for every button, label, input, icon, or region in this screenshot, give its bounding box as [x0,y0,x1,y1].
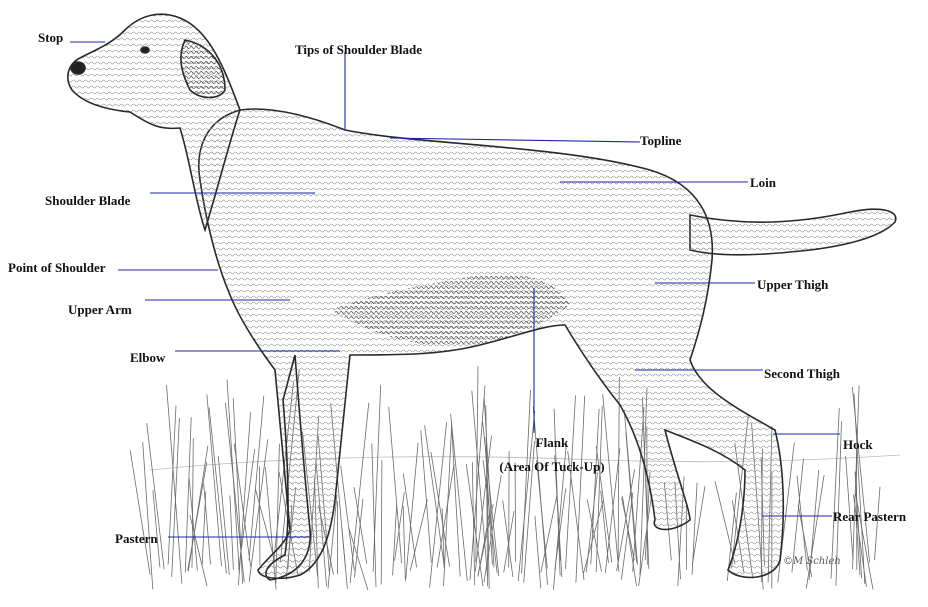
grass-blade [846,456,853,560]
grass-blade [355,499,363,578]
label-rear-pastern: Rear Pastern [833,509,906,524]
grass-blade [249,439,268,581]
grass-blade [806,475,824,589]
grass-blade [349,528,368,590]
label-loin: Loin [750,175,776,190]
label-elbow: Elbow [130,350,165,365]
grass-blade [256,490,275,562]
grass-blade [692,486,705,565]
grass-blade [576,396,585,583]
grass-blade [202,492,206,565]
grass-blade [596,406,602,572]
grass-blade [130,450,150,574]
grass-blade [639,494,652,586]
grass-blade [395,492,405,561]
label-flank-subtitle: (Area Of Tuck-Up) [478,459,626,474]
grass-blade [421,430,432,563]
grass-blade [393,504,397,575]
grass-blade [381,460,382,584]
grass-blade [209,408,226,574]
grass-blade [855,472,862,579]
grass-blade [259,466,260,565]
grass-blade [230,496,234,570]
grass-blade [192,438,193,568]
grass-blade [410,499,427,570]
label-point-of-shoulder: Point of Shoulder [8,260,106,275]
dog-body [68,14,896,580]
label-upper-thigh: Upper Thigh [757,277,828,292]
grass-blade [389,407,402,563]
grass-blade [403,506,405,579]
grass-blade [535,516,541,589]
grass-blade [853,385,860,569]
grass-blade [515,462,516,561]
grass-blade [566,396,576,569]
grass-blade [342,528,348,589]
grass-blade [207,394,222,566]
grass-blade [437,464,454,568]
grass-blade [522,390,531,574]
artist-signature: ©M Schleh [783,556,841,567]
label-topline: Topline [640,133,681,148]
label-hock: Hock [843,437,873,452]
label-upper-arm: Upper Arm [68,302,132,317]
grass-blade [715,481,735,564]
label-shoulder-blade: Shoulder Blade [45,193,130,208]
grass-blade [587,499,601,571]
grass-blade [147,423,165,569]
label-pastern: Pastern [115,531,158,546]
grass-blade [403,474,416,568]
label-flank: Flank [488,435,616,450]
grass-blade [350,403,369,583]
label-second-thigh: Second Thigh [764,366,840,381]
grass-blade [406,443,419,581]
grass-blade [204,484,211,565]
grass-blade [168,406,176,565]
label-stop: Stop [38,30,63,45]
grass-blade [373,385,381,572]
grass-blade [503,501,513,577]
grass-blade [425,425,445,568]
label-tips-of-shoulder-blade: Tips of Shoulder Blade [295,42,422,57]
grass-blade [341,466,355,571]
grass-blade [603,394,619,572]
grass-blade [444,425,452,587]
grass-blade [591,409,599,564]
grass-blade [483,460,497,573]
